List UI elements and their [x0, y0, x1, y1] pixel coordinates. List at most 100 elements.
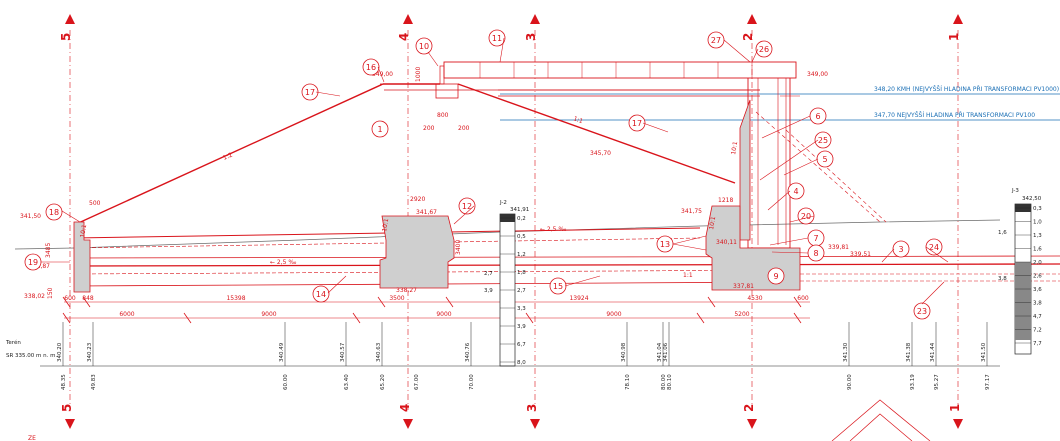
terrain-height: 341.50: [981, 342, 987, 362]
callout-23: 23: [913, 302, 931, 320]
level-349-00-right: 349,00: [807, 71, 828, 78]
callout-number: 3: [898, 245, 903, 254]
j3-depth: 1,3: [1033, 233, 1042, 239]
water-level-kmh: 348,20 KMH (NEJVYŠŠÍ HLADINA PŘI TRANSFO…: [874, 85, 1059, 93]
callout-16: 16: [362, 58, 380, 76]
leaders: [41, 37, 949, 305]
j2-depth: 8,0: [517, 360, 526, 366]
callout-number: 17: [632, 119, 642, 128]
j3-depth: 3,6: [1033, 287, 1042, 293]
slope-1-2: 1:2: [222, 151, 234, 161]
dim-3400: 3400: [455, 240, 462, 255]
callout-4: 4: [787, 182, 805, 200]
j3-depth: 2,0: [1033, 260, 1042, 266]
culvert: ← 2,5 ‰ ← 2,5 ‰: [73, 226, 1060, 287]
callout-25: 25: [814, 131, 832, 149]
terrain-height: 340.49: [279, 342, 285, 362]
section-3-bottom: 3: [525, 404, 539, 412]
j3-depth: 7,2: [1033, 328, 1042, 334]
callout-6: 6: [809, 107, 827, 125]
station: 90.00: [847, 374, 853, 390]
borehole-j2-mark-3-9: 3,9: [484, 288, 493, 294]
dim-1218: 1218: [718, 197, 733, 204]
dim-bottom-label: 600: [797, 295, 809, 302]
level-345-70: 345,70: [590, 150, 611, 157]
callout-number: 4: [793, 187, 798, 196]
callout-number: 18: [49, 208, 59, 217]
callout-number: 11: [492, 34, 502, 43]
dim-1000: 1000: [415, 67, 422, 82]
callout-12: 12: [458, 197, 476, 215]
callout-number: 12: [462, 202, 472, 211]
level-349-00-left: 349,00: [372, 71, 393, 78]
dim-bottom-label: 848: [82, 295, 94, 302]
section-lines: [69, 30, 959, 410]
terrain-height: 341.04: [657, 342, 663, 362]
terrain-height: 340.57: [340, 342, 346, 362]
j3-depth: 4,7: [1033, 314, 1042, 320]
callout-3: 3: [892, 240, 910, 258]
dim-bottom-label: 13924: [569, 295, 588, 302]
section-2-top: 2: [741, 33, 755, 41]
callout-number: 17: [305, 88, 315, 97]
callout-27: 27: [707, 31, 725, 49]
callouts: 1345678910111213141516171718192023242526…: [24, 29, 943, 320]
station: 48.35: [61, 374, 67, 390]
flow-slope-b: ← 2,5 ‰: [270, 259, 296, 266]
dim-bottom-label: 600: [64, 295, 76, 302]
dim-200-a: 200: [423, 125, 435, 132]
callout-number: 16: [366, 63, 376, 72]
slope-10-1-a: 10:1: [730, 141, 739, 156]
j2-depth: 6,7: [517, 342, 526, 348]
water-levels: 348,20 KMH (NEJVYŠŠÍ HLADINA PŘI TRANSFO…: [500, 85, 1060, 121]
flow-slope-a: ← 2,5 ‰: [540, 226, 566, 233]
station: 70.00: [469, 374, 475, 390]
callout-number: 24: [929, 243, 939, 252]
top-structure: 349,00 349,00 345,70 1000 800 200 200 10…: [372, 61, 828, 249]
section-3-top: 3: [524, 33, 538, 41]
callout-20: 20: [797, 207, 815, 225]
callout-number: 10: [419, 42, 429, 51]
dim-bottom2-label: 9000: [606, 311, 621, 318]
section-markers-top: 5 4 3 2 1: [59, 14, 963, 41]
j2-depth: 2,7: [517, 288, 526, 294]
callout-11: 11: [488, 29, 506, 47]
level-341-75: 341,75: [681, 208, 702, 215]
borehole-j2: J-2 341,91 0,20,51,21,82,73,33,96,78,0 2…: [484, 200, 529, 367]
dim-800: 800: [437, 112, 449, 119]
level-337-81: 337,81: [733, 283, 754, 290]
borehole-j3: J-3 342,50 0,31,01,31,62,02,63,63,84,77,…: [998, 188, 1042, 355]
callout-15: 15: [549, 277, 567, 295]
plan-sketch: ZE: [28, 399, 931, 441]
slope-10-1-d: 10:1: [708, 216, 717, 231]
callout-number: 19: [28, 258, 38, 267]
dim-bottom2-label: 6000: [119, 311, 134, 318]
slope-1-1-b: 1:1: [683, 272, 693, 279]
terrain-height: 341.30: [843, 342, 849, 362]
section-1-bottom: 1: [948, 404, 962, 412]
station: 63.40: [344, 374, 350, 390]
borehole-j2-level: 341,91: [510, 207, 529, 213]
station: 67.00: [414, 374, 420, 390]
callout-17b: 17: [628, 114, 646, 132]
terrain-height: 340.98: [621, 342, 627, 362]
station: 97.17: [985, 374, 991, 390]
callout-number: 25: [818, 136, 828, 145]
dim-3485: 3485: [45, 243, 52, 258]
section-4-top: 4: [397, 33, 411, 41]
section-markers-bottom: 5 4 3 2 1: [60, 404, 963, 429]
terrain-height: 340.76: [465, 342, 471, 362]
terrain-height: 340.20: [57, 342, 63, 362]
j3-depth: 1,6: [1033, 247, 1042, 253]
j3-depth: 0,3: [1033, 206, 1042, 212]
borehole-j3-level: 342,50: [1022, 196, 1042, 202]
callout-number: 26: [759, 45, 769, 54]
dim-200-b: 200: [458, 125, 470, 132]
dim-2920: 2920: [410, 196, 425, 203]
dim-bottom-label: 3500: [389, 295, 404, 302]
level-338-02: 338,02: [24, 293, 45, 300]
water-level-pv100: 347,70 NEJVYŠŠÍ HLADINA PŘI TRANSFORMACI…: [874, 111, 1035, 119]
slope-10-1-c: 10:1: [381, 218, 390, 233]
station: 78.10: [625, 374, 631, 390]
